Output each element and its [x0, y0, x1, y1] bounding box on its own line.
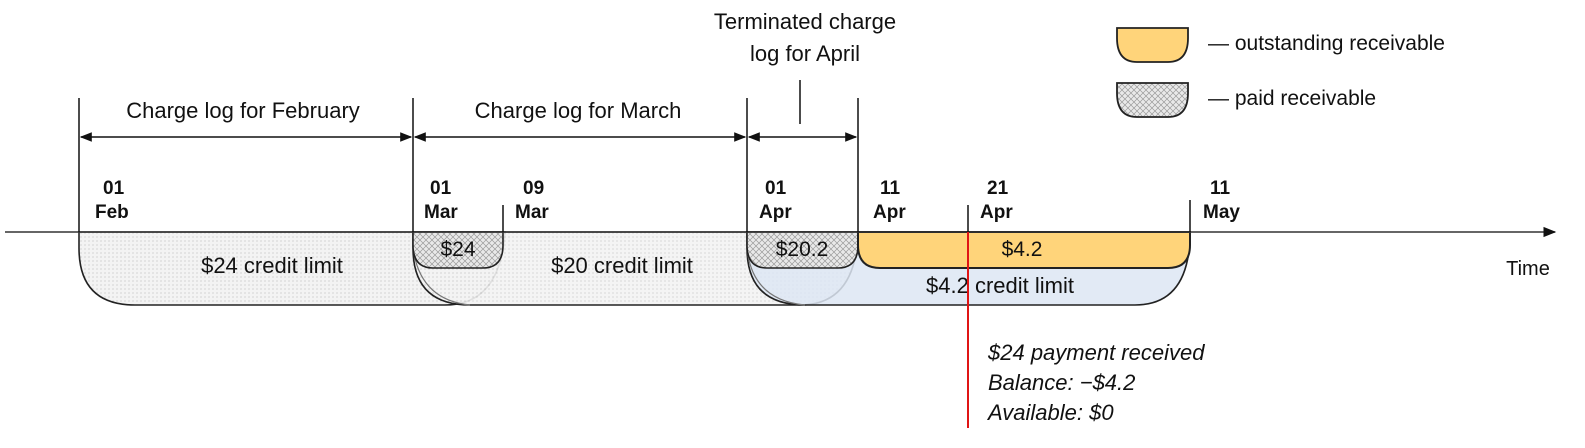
date-mar01-month: Mar: [424, 202, 458, 223]
mar-period-label: Charge log for March: [475, 98, 682, 123]
legend-outstanding-label: — outstanding receivable: [1208, 32, 1445, 55]
mar-credit-limit-label: $20 credit limit: [551, 253, 693, 278]
payment-available-text: Available: $0: [986, 400, 1114, 425]
apr-period-label-line1: Terminated charge: [714, 9, 896, 34]
date-apr11-month: Apr: [873, 202, 906, 223]
date-apr21-day: 21: [987, 178, 1009, 199]
apr-paid-label: $20.2: [776, 238, 829, 261]
date-apr21-month: Apr: [980, 202, 1013, 223]
legend: — outstanding receivable — paid receivab…: [1116, 27, 1445, 118]
mar-paid-label: $24: [440, 238, 475, 261]
date-mar09-month: Mar: [515, 202, 549, 223]
date-mar01-day: 01: [430, 178, 452, 199]
legend-paid-swatch: [1116, 82, 1189, 118]
date-feb01-month: Feb: [95, 202, 129, 223]
apr-period-label-line2: log for April: [750, 41, 860, 66]
mar-paid-receivable-shape: [412, 231, 504, 269]
date-may11-month: May: [1203, 202, 1240, 223]
payment-received-text: $24 payment received: [987, 340, 1205, 365]
date-feb01-day: 01: [103, 178, 125, 199]
date-apr01-day: 01: [765, 178, 787, 199]
date-mar09-day: 09: [523, 178, 544, 199]
date-may11-day: 11: [1210, 178, 1231, 199]
apr-credit-limit-label: $4.2 credit limit: [926, 273, 1074, 298]
feb-credit-limit-label: $24 credit limit: [201, 253, 343, 278]
feb-period-label: Charge log for February: [126, 98, 360, 123]
apr-outstanding-receivable-shape: [857, 231, 1191, 269]
apr-outstanding-label: $4.2: [1002, 238, 1043, 261]
legend-paid-label: — paid receivable: [1208, 87, 1376, 110]
payment-balance-text: Balance: −$4.2: [988, 370, 1135, 395]
time-axis-label: Time: [1506, 258, 1550, 280]
date-apr11-day: 11: [880, 178, 901, 199]
date-apr01-month: Apr: [759, 202, 792, 223]
legend-outstanding-swatch: [1116, 27, 1189, 63]
